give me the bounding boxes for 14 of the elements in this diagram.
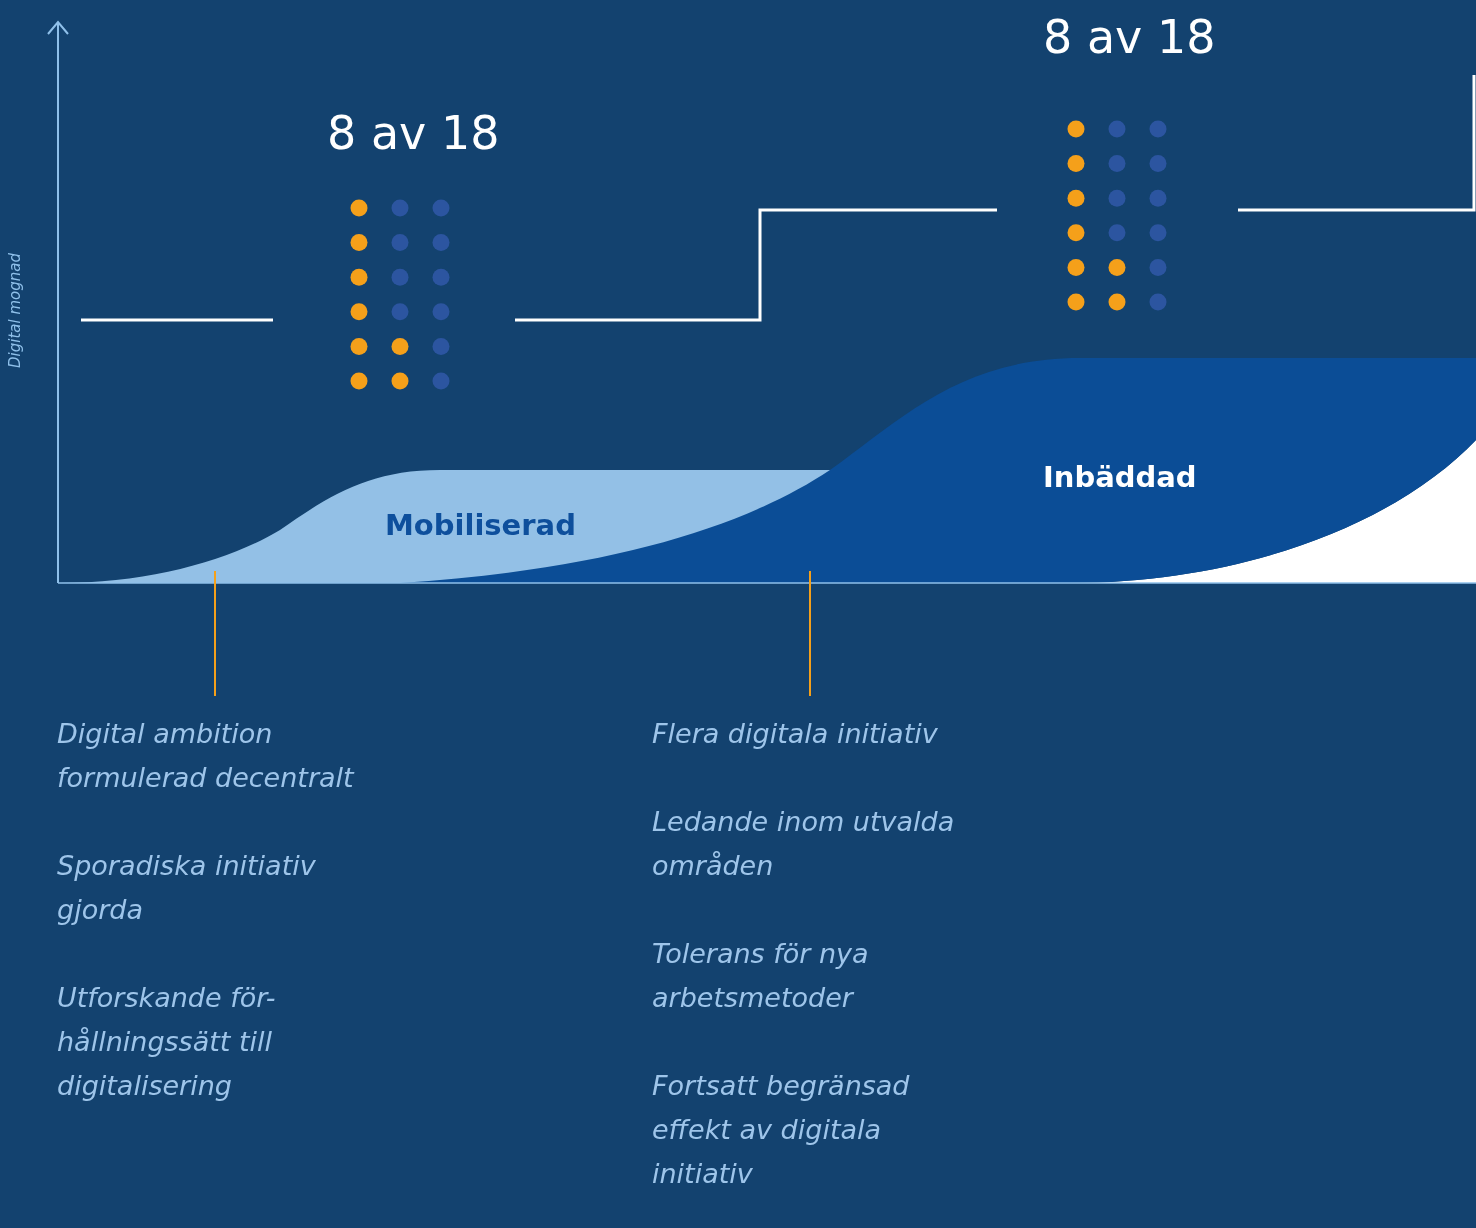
axis-label: Digital mognad <box>6 253 24 368</box>
count-label: 8 av 18 <box>327 106 500 160</box>
description-text: Fortsatt begränsad effekt av digitala initiativ <box>652 1069 911 1191</box>
stage-label: Inbäddad <box>1043 460 1197 494</box>
count-label: 8 av 18 <box>1043 10 1216 64</box>
stage-label: Mobiliserad <box>385 508 576 542</box>
description-text: Digital ambition formulerad decentralt <box>57 717 356 795</box>
description-text: Ledande inom utvalda områden <box>652 805 956 883</box>
description-text: Flera digitala initiativ <box>652 717 939 751</box>
description-text: Utforskande för-hållningssätt till digitalisering <box>57 981 277 1103</box>
leader-line <box>809 570 811 697</box>
description-text: Sporadiska initiativ gjorda <box>57 849 317 927</box>
description-text: Tolerans för nya arbetsmetoder <box>652 937 870 1015</box>
leader-line <box>214 570 216 697</box>
